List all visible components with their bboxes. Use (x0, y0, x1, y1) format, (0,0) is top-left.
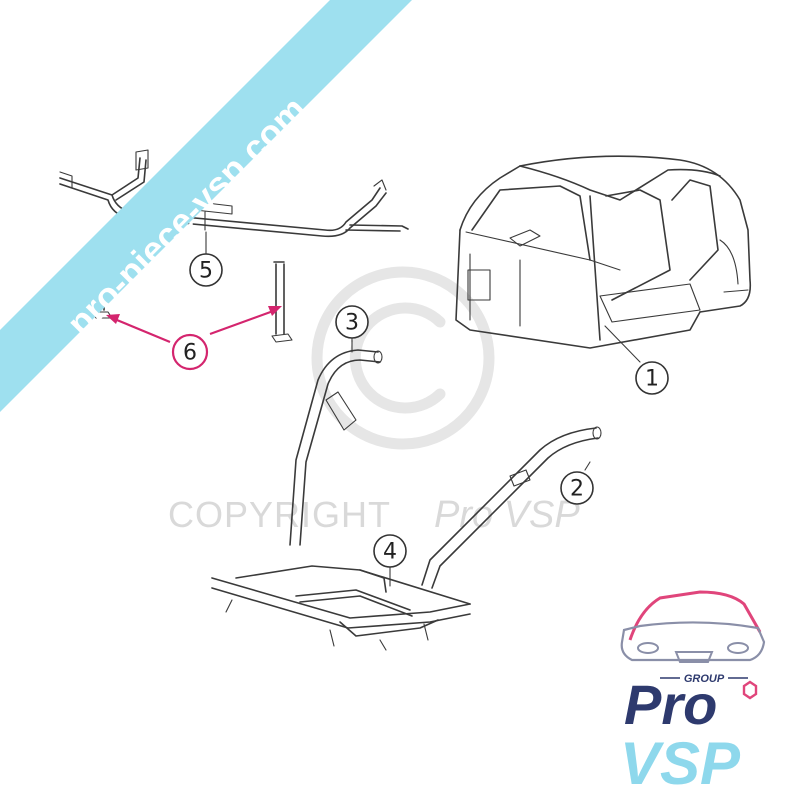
callout-4: 4 (373, 534, 407, 568)
banner-stripe (0, 0, 412, 412)
part-3-tube (289, 339, 383, 546)
logo-grille-icon (674, 651, 714, 663)
part-5-crossbar (59, 149, 409, 257)
part-2-tube (421, 426, 602, 589)
arrowhead-right-icon (268, 306, 282, 316)
callout-6-arrows (106, 306, 282, 344)
logo-pro-text: Pro (624, 673, 717, 736)
arrow-right (209, 308, 277, 336)
logo-hex-icon (742, 680, 758, 700)
logo-group-text: GROUP (684, 673, 725, 685)
logo-car-body (620, 621, 766, 662)
arrow-left (111, 316, 171, 344)
pro-vsp-logo: GROUP Pro VSP (620, 590, 766, 797)
callout-1-label: 1 (645, 367, 659, 392)
copyright-text: COPYRIGHT (168, 494, 391, 535)
callout-1: 1 (635, 361, 669, 395)
callout-6-label: 6 (183, 341, 197, 366)
callout-5: 5 (189, 253, 223, 287)
callout-6: 6 (171, 333, 209, 371)
callout-3-label: 3 (345, 311, 359, 336)
callout-5-label: 5 (199, 259, 213, 284)
logo-vsp-text: VSP (620, 730, 741, 797)
copyright-watermark: COPYRIGHT Pro VSP (168, 266, 580, 536)
copyright-ring (311, 266, 495, 450)
part-1-vehicle-body (455, 155, 752, 349)
copyright-c (349, 302, 446, 414)
logo-headlight-right-icon (727, 642, 749, 654)
part-4-frame (211, 563, 471, 651)
callout-3: 3 (335, 305, 369, 339)
logo-headlight-left-icon (637, 642, 659, 654)
logo-car-roof (628, 590, 762, 641)
callout-2: 2 (560, 471, 594, 505)
callout-4-label: 4 (383, 540, 397, 565)
arrowhead-left-icon (106, 314, 120, 324)
copyright-brand: Pro VSP (434, 494, 580, 536)
callout-2-label: 2 (570, 477, 584, 502)
